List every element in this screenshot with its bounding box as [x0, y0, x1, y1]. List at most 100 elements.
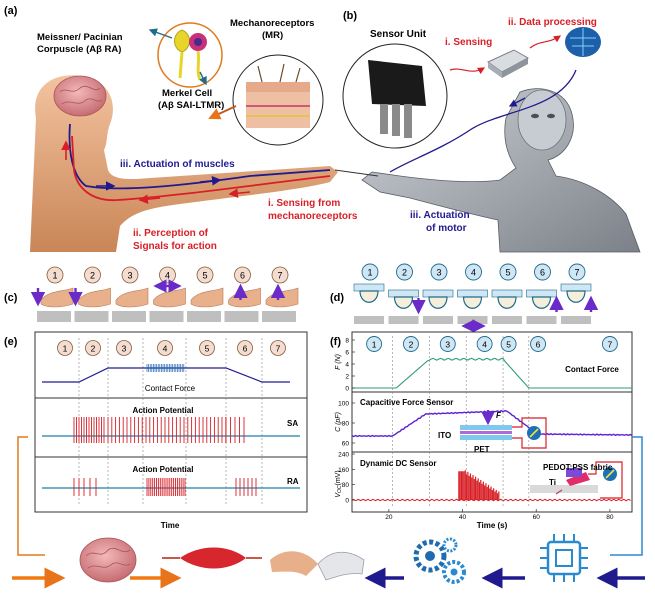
f-y2-axis-label: C (pF) [335, 412, 342, 432]
f-step-label: 1 [372, 340, 377, 350]
f-y1-tick: 2 [345, 374, 349, 381]
finger-step-label: 2 [90, 271, 95, 281]
capacitance-trace [351, 409, 633, 438]
f-step-marker [366, 336, 383, 352]
sensor-step-2: 2 [388, 263, 426, 324]
contact-force-trace [42, 367, 290, 383]
afferent-nerve [71, 135, 331, 201]
sensing-mechanoreceptors-label: i. Sensing from [268, 198, 340, 209]
f-step-marker [530, 336, 547, 352]
finger-step-label: 1 [52, 271, 57, 281]
voltage-burst [458, 470, 500, 500]
e-step-label: 4 [163, 344, 168, 354]
sensor-step-3: 3 [422, 263, 454, 324]
ra-spike-train [73, 478, 257, 496]
e-step-marker [157, 340, 173, 356]
e-step-label: 3 [122, 344, 127, 354]
sa-spike-train [73, 417, 245, 443]
f-x-tick: 20 [385, 514, 393, 521]
body-silhouette [30, 75, 338, 253]
f-y2-tick: 80 [342, 421, 350, 428]
f-step-marker [601, 336, 618, 352]
meissner-label: Meissner/ Pacinian [37, 32, 123, 43]
f-y3-tick: 80 [342, 482, 350, 489]
f-step-marker [500, 336, 517, 352]
f-step-label: 3 [445, 340, 450, 350]
chip-icon [540, 534, 588, 582]
sensor-unit [342, 43, 448, 149]
dc-sensor-inset [530, 461, 623, 499]
f-y1-tick: 4 [345, 362, 349, 369]
e-step-marker [199, 340, 215, 356]
sensor-step-label: 2 [402, 268, 407, 278]
sa-label: SA [287, 419, 298, 428]
actuation-muscles-label: iii. Actuation of muscles [120, 159, 235, 170]
f-y3-axis-label: VOC(mV) [335, 470, 343, 497]
f-step-label: 5 [506, 340, 511, 350]
contact-force-label: Contact Force [145, 384, 196, 393]
mechanoreceptors-sub-label: (MR) [262, 30, 283, 41]
sensor-step-label: 7 [574, 268, 579, 278]
muscle-icon [162, 547, 262, 569]
finger-step-1: 1 [30, 266, 74, 322]
panel-label-e: (e) [4, 336, 18, 348]
robot-figure [361, 88, 641, 253]
finger-step-7: 7 [262, 266, 299, 322]
panel-label-b: (b) [343, 10, 357, 22]
panel-label-d: (d) [330, 292, 344, 304]
f-x-tick: 80 [606, 514, 614, 521]
finger-step-label: 5 [202, 271, 207, 281]
f-step-marker [402, 336, 419, 352]
finger-step-label: 3 [127, 271, 132, 281]
actuation-motor-label-2: of motor [426, 223, 467, 234]
f-step-marker [439, 336, 456, 352]
actuation-motor-label: iii. Actuation [410, 210, 470, 221]
f-y3-tick: 160 [338, 467, 349, 474]
sensor-step-label: 6 [540, 268, 545, 278]
skin-cross-section [232, 54, 324, 146]
receptor-cells [157, 22, 223, 88]
time-label: Time [161, 521, 180, 530]
brain-icon [53, 75, 107, 117]
sensor-step-1: 1 [353, 263, 385, 324]
sensing-label: i. Sensing [445, 37, 492, 48]
pet-label: PET [474, 445, 490, 454]
sensor-unit-label: Sensor Unit [370, 29, 427, 40]
f-step-label: 2 [409, 340, 414, 350]
e-step-label: 6 [243, 344, 248, 354]
f-x-tick: 60 [533, 514, 541, 521]
ra-ap-title: Action Potential [133, 465, 194, 474]
mechanoreceptors-label: Mechanoreceptors [230, 18, 314, 29]
gears-icon [413, 537, 466, 584]
finger-step-6: 6 [224, 266, 261, 322]
perception-label: ii. Perception of [133, 228, 209, 239]
motor-signal-line [389, 69, 577, 173]
handshake-icon [270, 551, 365, 581]
sensor-step-label: 1 [367, 268, 372, 278]
f-x-axis-label: Time (s) [477, 521, 508, 530]
brain-chip-icon [565, 27, 601, 57]
f-step-label: 7 [608, 340, 613, 350]
finger-step-label: 7 [277, 271, 282, 281]
f-y1-axis-label: F (N) [335, 354, 342, 370]
sensor-step-5: 5 [491, 263, 523, 324]
e-step-marker [57, 340, 73, 356]
f-y1-tick: 8 [345, 338, 349, 345]
e-step-marker [85, 340, 101, 356]
finger-step-3: 3 [112, 266, 149, 322]
f-y1-tick: 0 [345, 386, 349, 393]
sensor-step-label: 3 [436, 268, 441, 278]
sensor-step-7: 7 [560, 263, 599, 324]
sensor-step-label: 5 [505, 268, 510, 278]
perception-label-2: Signals for action [133, 241, 217, 252]
f-step-label: 4 [482, 340, 487, 350]
merkel-sub-label: (Aβ SAI-LTMR) [158, 100, 224, 111]
finger-step-2: 2 [68, 266, 111, 322]
f-step-label: 6 [536, 340, 541, 350]
sensor-step-6: 6 [526, 263, 564, 324]
f-contact-force-label: Contact Force [565, 365, 619, 374]
finger-step-label: 6 [240, 271, 245, 281]
pedot-label: PEDOT:PSS fabric [543, 463, 613, 472]
